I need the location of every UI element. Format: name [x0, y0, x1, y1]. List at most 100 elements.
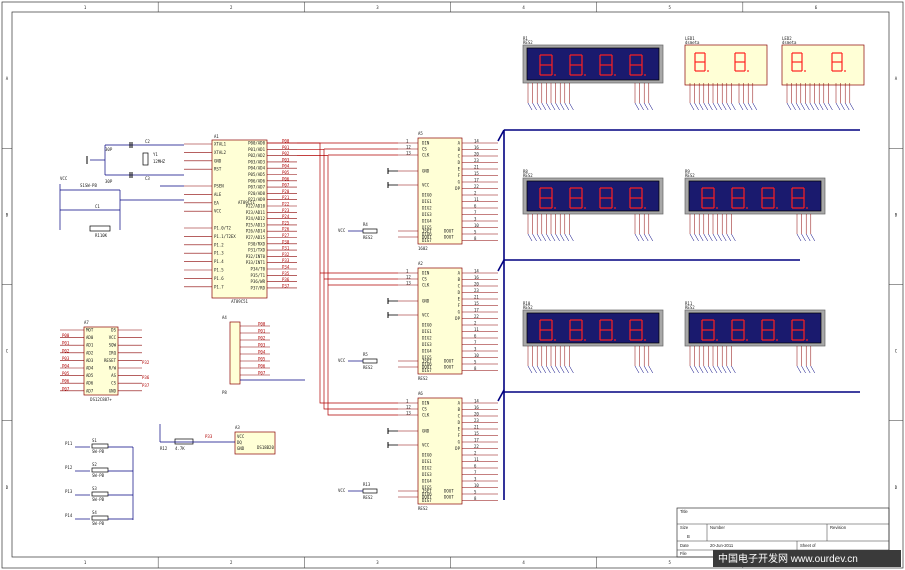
net-label: P37 [282, 283, 290, 288]
pin-num: 1 [406, 139, 409, 144]
mcu-pin-name: P1.0/T2 [214, 226, 231, 231]
bus [497, 129, 505, 142]
driver-pin-name: DP [455, 446, 460, 451]
bus-entry [731, 365, 736, 374]
driver-pin-name: CS [422, 147, 427, 152]
display-ref: R8 [523, 169, 528, 174]
mcu-pin-name: P00/AD0 [248, 141, 265, 146]
pin-num: 17 [474, 438, 479, 443]
bus-entry [796, 365, 802, 374]
driver-pin-name: DIN [422, 401, 430, 406]
rtc-pin-name: AD6 [86, 381, 94, 386]
net-label: P06 [258, 364, 266, 369]
decimal-point [644, 207, 646, 209]
switch-body [91, 467, 109, 473]
border-col-label: 2 [230, 5, 233, 10]
net-label: P32 [142, 360, 150, 365]
mcu-pin-name: RST [214, 167, 222, 172]
bus-entry [708, 233, 713, 242]
c2-label: C2 [145, 139, 150, 144]
bus-entry [726, 365, 732, 374]
display-body [781, 44, 865, 86]
bus-entry [844, 102, 850, 111]
mcu-pin-name: P23/AD11 [246, 210, 266, 215]
ds18b20-body [234, 431, 276, 455]
mcu-pin-name: P22/AD10 [246, 204, 266, 209]
mcu-pin-name: P1.7 [214, 284, 224, 289]
switch-type: SW-PB [92, 521, 105, 526]
net-label: P31 [282, 246, 290, 251]
driver-pin-name: DOUT [444, 359, 454, 364]
net-label: P02 [282, 151, 290, 156]
resistor [174, 438, 194, 445]
net-label: P01 [282, 145, 290, 150]
rtc-pin-name: CS [111, 381, 116, 386]
bus-entry [712, 102, 718, 111]
pin-num: 10 [474, 223, 479, 228]
resistor-value: RES2 [363, 495, 373, 500]
pin-num: 12 [406, 275, 411, 280]
driver-pin-name: DIG2 [422, 206, 432, 211]
mcu-pin-name: P20/AD8 [248, 191, 265, 196]
driver-pin-name: F [458, 303, 461, 308]
bus-entry [643, 102, 649, 111]
net-label: P04 [62, 364, 70, 369]
rtc-pin-name: IRQ [109, 350, 117, 355]
bus-entry [801, 233, 806, 242]
decimal-point [584, 74, 586, 76]
decimal-point [716, 207, 718, 209]
decimal-point [644, 339, 646, 341]
switch-ref: S4 [92, 510, 97, 515]
bus-entry [698, 102, 704, 111]
driver-pin-name: D [458, 290, 461, 295]
tb-date: Date [680, 543, 690, 548]
bus-entry [564, 365, 570, 374]
display-type: RES2 [523, 305, 533, 310]
resistor [362, 358, 378, 364]
driver-pin-name: DIG5 [422, 355, 432, 360]
driver-pin-name: ISET [422, 229, 432, 234]
decimal-point [584, 207, 586, 209]
driver-pin-name: DIN [422, 141, 430, 146]
tb-sheet: Sheet of [800, 543, 816, 548]
display-ref: R11 [685, 301, 693, 306]
digit [761, 319, 778, 341]
pin-num: 11 [474, 197, 479, 202]
rtc-pin-name: AD4 [86, 366, 94, 371]
display-ref: LED2 [782, 36, 792, 41]
bus-entry [541, 365, 547, 374]
bus-entry [569, 365, 574, 374]
net-label: P24 [282, 214, 290, 219]
bus-entry [546, 365, 551, 374]
driver-body [417, 137, 463, 245]
bus-entry [805, 233, 811, 242]
driver-pin-name: DOUT [422, 235, 432, 240]
driver-pin-name: E [458, 427, 461, 432]
resistor [89, 225, 111, 232]
decimal-point [804, 70, 806, 72]
rtc-pin-name: AD7 [86, 388, 94, 393]
driver-pin-name: G [458, 440, 461, 445]
rtc-pin-name: AD1 [86, 343, 94, 348]
bus-entry [712, 365, 718, 374]
bus-entry [726, 102, 732, 111]
digit [539, 319, 556, 341]
driver-pin-name: DIG7 [422, 368, 432, 373]
ds18b20-pin: GND [237, 446, 245, 451]
bus-entry [555, 233, 560, 242]
vcc-label: VCC [338, 488, 346, 493]
tb-file: File [680, 551, 687, 556]
mcu-pin-name: P04/AD4 [248, 166, 265, 171]
pin-num: 6 [474, 204, 477, 209]
rtc-body [83, 326, 119, 396]
decimal-point [776, 207, 778, 209]
vcc-label: VCC [338, 358, 346, 363]
resistor-ref: R4 [363, 222, 368, 227]
mcu-pin-name: P24/AD12 [246, 216, 266, 221]
mcu-pin-name: P1.1/T2EX [214, 234, 236, 239]
bus-entry [694, 365, 699, 374]
pin-num: 22 [474, 444, 479, 449]
c3-label: C3 [145, 176, 150, 181]
bus-entry [721, 365, 727, 374]
